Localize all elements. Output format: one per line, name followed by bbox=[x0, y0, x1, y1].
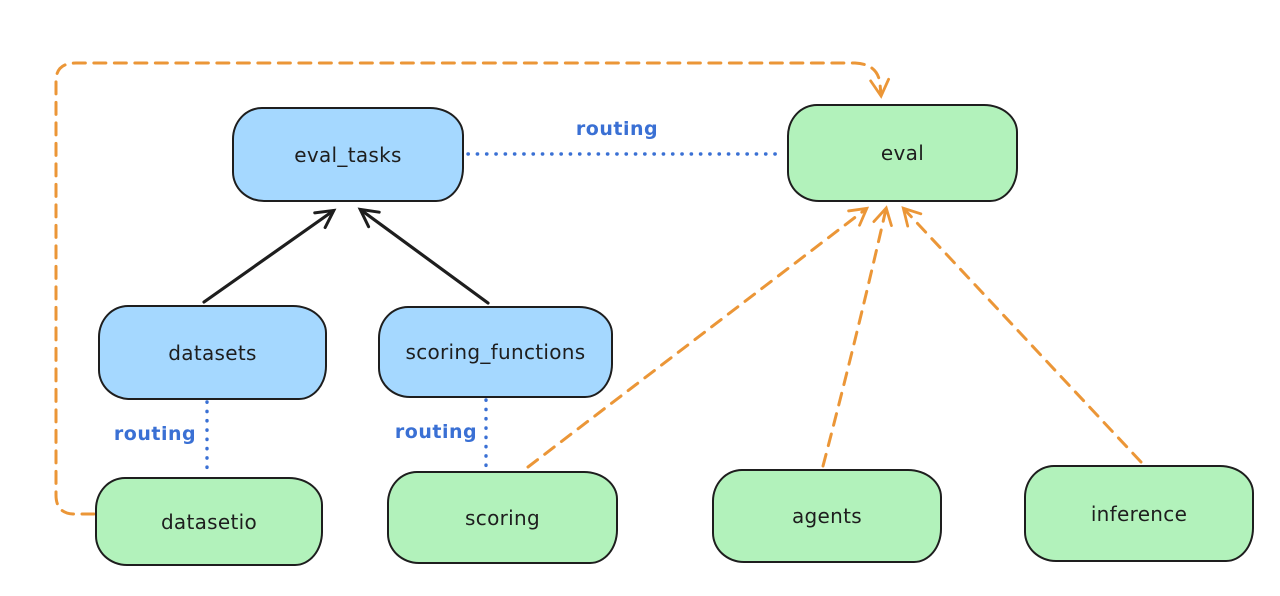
edge-scoring-eval bbox=[526, 206, 870, 469]
node-agents-label: agents bbox=[792, 504, 862, 528]
edge-agents-eval bbox=[821, 205, 893, 468]
edge-datasets-eval-tasks bbox=[202, 208, 337, 304]
node-eval-label: eval bbox=[880, 141, 925, 165]
node-scoring-functions: scoring_functions bbox=[378, 306, 613, 398]
node-datasetio: datasetio bbox=[95, 477, 323, 566]
node-scoring: scoring bbox=[387, 471, 618, 564]
edge-datasetio-eval bbox=[54, 61, 891, 516]
node-inference-label: inference bbox=[1090, 501, 1188, 526]
node-agents: agents bbox=[712, 469, 942, 563]
node-eval: eval bbox=[787, 104, 1018, 202]
edge-inference-eval bbox=[901, 206, 1143, 464]
routing-label-datasets-datasetio: routing bbox=[113, 423, 197, 445]
node-datasetio-label: datasetio bbox=[160, 509, 258, 534]
node-datasets: datasets bbox=[98, 305, 327, 400]
node-eval-tasks: eval_tasks bbox=[232, 107, 464, 202]
node-eval-tasks-label: eval_tasks bbox=[294, 142, 402, 167]
routing-label-eval-tasks-eval: routing bbox=[575, 118, 659, 140]
routing-label-scoring-functions-scoring: routing bbox=[394, 421, 478, 443]
node-scoring-functions-label: scoring_functions bbox=[405, 340, 586, 364]
node-scoring-label: scoring bbox=[465, 505, 540, 530]
edge-scoring-functions-eval-tasks bbox=[357, 207, 490, 305]
node-inference: inference bbox=[1024, 465, 1254, 562]
node-datasets-label: datasets bbox=[168, 340, 257, 365]
